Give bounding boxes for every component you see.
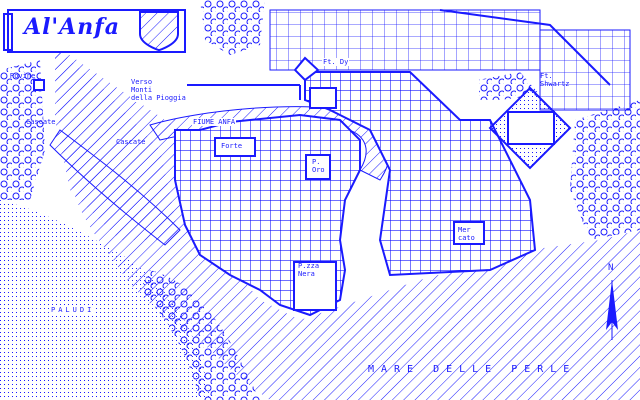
- mercato-square: [453, 221, 485, 245]
- fort-shwartz-keep: [507, 111, 555, 145]
- label-fiume-anfa: FIUME ANFA: [192, 118, 237, 126]
- forest-west: [0, 60, 45, 200]
- label-forte: Forte: [220, 142, 244, 150]
- p-nera-square: [293, 261, 337, 311]
- ruins-marker: [33, 79, 45, 91]
- label-paludi: PALUDI: [50, 306, 96, 314]
- forest-north: [200, 0, 265, 55]
- crest-shield: [139, 11, 179, 52]
- fort-building: [309, 87, 337, 109]
- forest-east: [570, 100, 640, 240]
- label-cascate-west: Cascate: [26, 118, 56, 126]
- north-arrow-icon: [606, 280, 618, 340]
- fort-dy: [293, 56, 320, 82]
- outskirts-grid-east: [539, 29, 631, 111]
- label-p-oro: P. Oro: [312, 158, 325, 174]
- label-north: N: [608, 263, 614, 273]
- label-ft-shwartz: Ft. Shwartz: [540, 72, 570, 88]
- label-mare-delle-perle: MARE DELLE PERLE: [368, 364, 577, 375]
- forest-south: [140, 270, 260, 400]
- swamp-area: [0, 200, 210, 400]
- label-mercato: Mer cato: [458, 226, 475, 242]
- label-ft-dy: Ft. Dy: [322, 58, 350, 66]
- label-cascate-mid: Cascate: [116, 138, 146, 146]
- outskirts-grid: [269, 9, 541, 71]
- label-rovine: Rovine: [10, 72, 36, 80]
- map-title: Al'Anfa: [24, 14, 120, 40]
- p-oro-square: [305, 154, 331, 180]
- label-p-nera: P.zza Nera: [298, 262, 320, 278]
- river: [49, 129, 181, 246]
- sea-area-west: [55, 45, 180, 240]
- label-verso-monti: Verso Monti della Pioggia: [130, 78, 187, 102]
